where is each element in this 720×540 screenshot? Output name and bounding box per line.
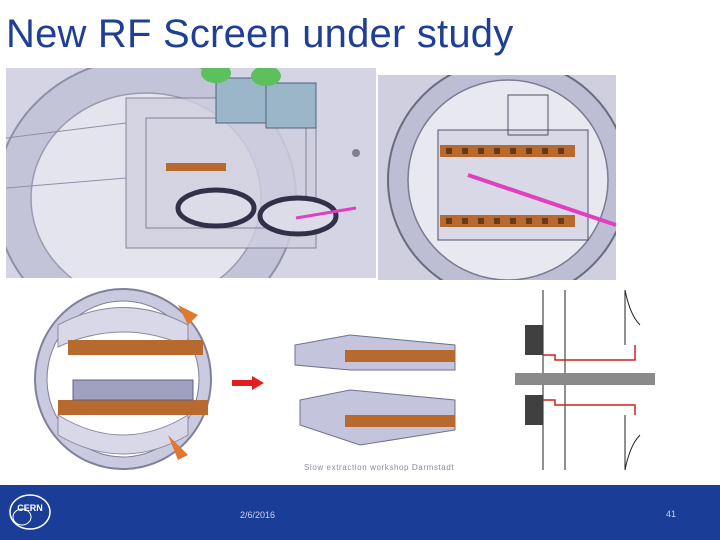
slide-caption: Slow extraction workshop Darmstadt [304, 463, 455, 472]
cern-logo-text: CERN [17, 503, 43, 513]
cern-logo-icon: CERN [8, 493, 52, 536]
technical-drawing-image [515, 285, 655, 475]
slide-title: New RF Screen under study [6, 12, 514, 56]
footer-date: 2/6/2016 [240, 510, 276, 520]
page-number: 41 [666, 509, 677, 519]
rf-screen-cage-image [28, 285, 218, 473]
cad-image-top-left [6, 68, 376, 278]
right-arrow-icon [232, 376, 264, 390]
footer-bar: CERN 2/6/2016 41 [0, 485, 720, 540]
rf-screen-brackets-image [290, 330, 460, 455]
cad-image-top-right [378, 75, 616, 280]
